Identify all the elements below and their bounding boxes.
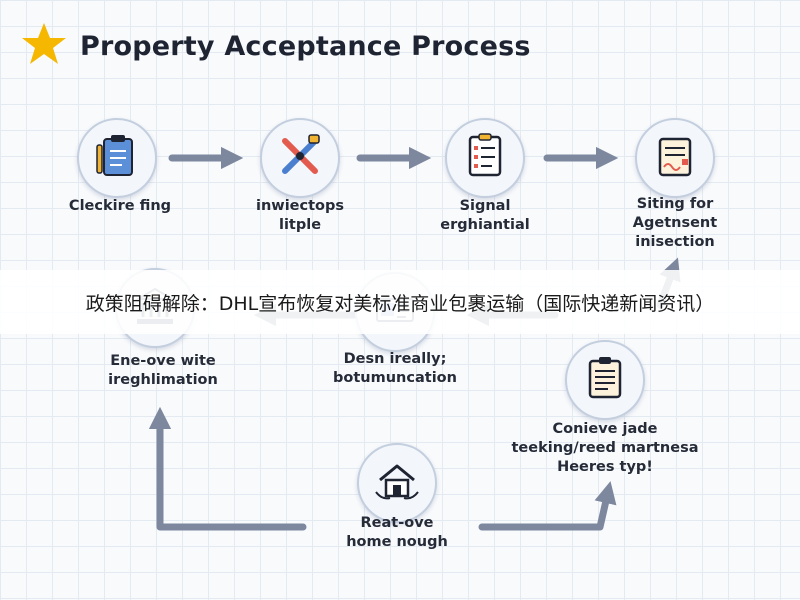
node-2-label: inwiectops litple <box>256 198 344 233</box>
node-3 <box>445 118 525 198</box>
node-2 <box>260 118 340 198</box>
signed-document-icon <box>648 129 702 187</box>
node-5-label: Conieve jade teeking/reed martnesa Heere… <box>511 421 699 475</box>
page-title: Property Acceptance Process <box>80 30 531 62</box>
checklist-icon <box>458 129 512 187</box>
title-row: Property Acceptance Process <box>18 22 531 70</box>
node-1-label: Cleckire fing <box>68 198 172 214</box>
node-5 <box>565 340 645 420</box>
node-3-label: Signal erghiantial <box>440 198 530 233</box>
node-1 <box>77 118 157 198</box>
node-8 <box>357 443 437 523</box>
node-4 <box>635 118 715 198</box>
home-handover-icon <box>370 454 424 512</box>
clipboard-icon <box>90 129 144 187</box>
node-6-label: Desn ireally; botumuncation <box>333 351 457 386</box>
node-4-label: Siting for Agetnsent inisection <box>632 196 718 250</box>
arrow-8-7 <box>148 406 307 531</box>
arrow-8-5 <box>478 481 617 531</box>
node-8-label: Reat-ove home nough <box>346 515 448 550</box>
node-7-label: Ene-ove wite ireghlimation <box>108 353 218 388</box>
tools-icon <box>273 129 327 187</box>
star-icon <box>18 21 70 71</box>
report-clipboard-icon <box>578 351 632 409</box>
news-banner: 政策阻碍解除：DHL宣布恢复对美标准商业包裹运输（国际快递新闻资讯） <box>0 270 800 334</box>
